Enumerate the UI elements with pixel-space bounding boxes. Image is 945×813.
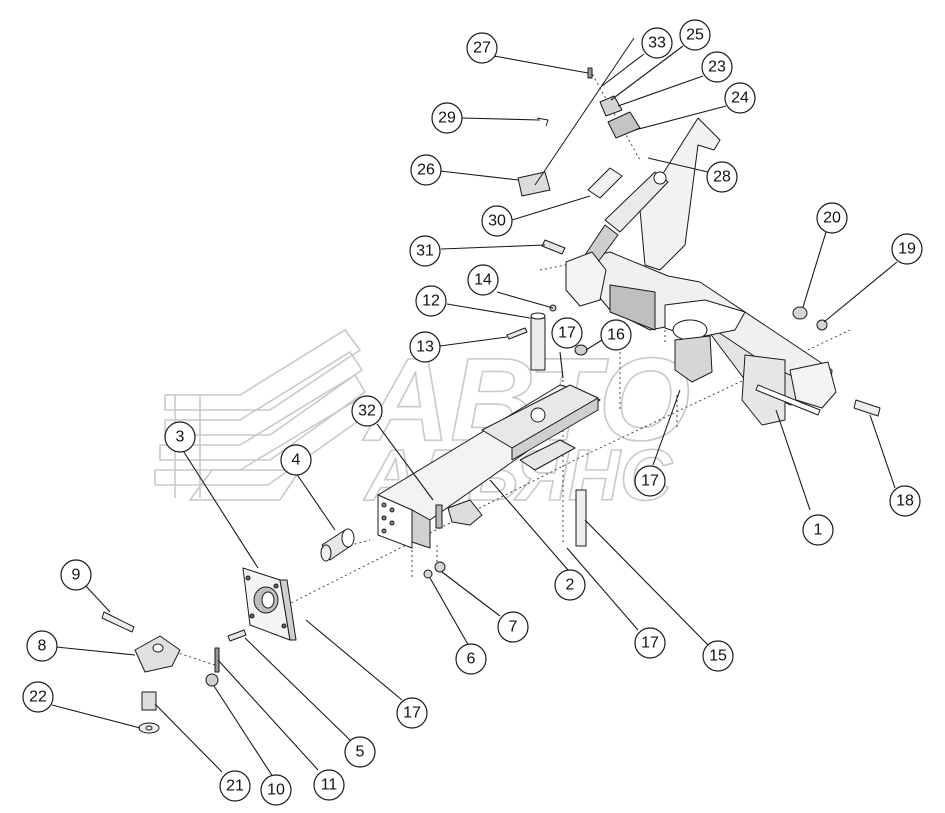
svg-text:17: 17 bbox=[641, 473, 659, 490]
callout-8: 8 bbox=[26, 630, 58, 662]
callout-17-c: 17 bbox=[396, 697, 428, 729]
callout-31: 31 bbox=[409, 235, 441, 267]
svg-text:18: 18 bbox=[896, 493, 914, 510]
callout-32: 32 bbox=[351, 395, 383, 427]
callout-26: 26 bbox=[410, 154, 442, 186]
watermark-wing-icon bbox=[154, 328, 370, 501]
callout-12: 12 bbox=[415, 285, 447, 317]
callout-28: 28 bbox=[706, 161, 738, 193]
callout-29: 29 bbox=[431, 102, 463, 134]
callout-6: 6 bbox=[455, 643, 487, 675]
leader-lines bbox=[51, 45, 898, 778]
svg-text:5: 5 bbox=[356, 744, 365, 761]
callout-11: 11 bbox=[313, 769, 345, 801]
svg-text:24: 24 bbox=[731, 90, 749, 107]
svg-text:15: 15 bbox=[709, 648, 727, 665]
callout-16: 16 bbox=[600, 319, 632, 351]
callout-18: 18 bbox=[889, 485, 921, 517]
svg-text:17: 17 bbox=[641, 635, 659, 652]
svg-text:2: 2 bbox=[566, 577, 575, 594]
svg-text:10: 10 bbox=[267, 782, 285, 799]
callout-13: 13 bbox=[409, 331, 441, 363]
callout-7: 7 bbox=[497, 611, 529, 643]
svg-text:31: 31 bbox=[416, 243, 434, 260]
svg-text:12: 12 bbox=[422, 293, 440, 310]
callout-23: 23 bbox=[701, 51, 733, 83]
callout-21: 21 bbox=[219, 770, 251, 802]
svg-text:21: 21 bbox=[226, 778, 244, 795]
callout-27: 27 bbox=[466, 32, 498, 64]
svg-text:27: 27 bbox=[473, 40, 491, 57]
svg-text:19: 19 bbox=[898, 241, 916, 258]
pin-4 bbox=[320, 528, 355, 562]
callout-5: 5 bbox=[344, 736, 376, 768]
svg-text:4: 4 bbox=[292, 452, 301, 469]
svg-text:6: 6 bbox=[467, 651, 476, 668]
svg-text:11: 11 bbox=[321, 777, 338, 794]
callout-1: 1 bbox=[802, 514, 834, 546]
callout-10: 10 bbox=[260, 774, 292, 806]
callout-24: 24 bbox=[724, 82, 756, 114]
main-frame-assembly bbox=[565, 117, 837, 426]
sliding-beam-2 bbox=[377, 384, 601, 549]
callout-19: 19 bbox=[891, 233, 923, 265]
svg-text:29: 29 bbox=[438, 110, 456, 127]
svg-text:30: 30 bbox=[488, 213, 506, 230]
svg-text:3: 3 bbox=[176, 429, 185, 446]
svg-text:25: 25 bbox=[686, 27, 704, 44]
hydraulic-cylinder bbox=[604, 171, 669, 233]
svg-text:32: 32 bbox=[358, 403, 376, 420]
callout-3: 3 bbox=[164, 421, 196, 453]
small-hardware bbox=[101, 37, 881, 734]
svg-text:28: 28 bbox=[713, 169, 731, 186]
svg-text:20: 20 bbox=[823, 210, 841, 227]
svg-text:22: 22 bbox=[29, 689, 47, 706]
end-bracket bbox=[789, 361, 837, 409]
frame-bracket-plate bbox=[639, 117, 721, 271]
svg-text:17: 17 bbox=[558, 325, 576, 342]
callout-15: 15 bbox=[702, 640, 734, 672]
svg-text:13: 13 bbox=[416, 339, 434, 356]
svg-text:8: 8 bbox=[38, 638, 47, 655]
svg-text:9: 9 bbox=[72, 567, 81, 584]
callout-17-d: 17 bbox=[634, 465, 666, 497]
callout-4: 4 bbox=[280, 444, 312, 476]
callout-2: 2 bbox=[554, 569, 586, 601]
svg-text:16: 16 bbox=[607, 327, 625, 344]
svg-text:33: 33 bbox=[648, 35, 666, 52]
callout-25: 25 bbox=[679, 19, 711, 51]
callout-22: 22 bbox=[22, 681, 54, 713]
callout-17-b: 17 bbox=[634, 627, 666, 659]
callout-9: 9 bbox=[60, 559, 92, 591]
callout-markers: 1 2 3 4 5 6 7 8 9 10 11 12 13 14 15 16 1… bbox=[22, 19, 923, 806]
callout-33: 33 bbox=[641, 27, 673, 59]
callout-17-a: 17 bbox=[551, 317, 583, 349]
svg-text:26: 26 bbox=[417, 162, 435, 179]
callout-20: 20 bbox=[816, 202, 848, 234]
callout-14: 14 bbox=[467, 264, 499, 296]
svg-text:17: 17 bbox=[403, 705, 421, 722]
svg-text:1: 1 bbox=[814, 522, 823, 539]
svg-text:14: 14 bbox=[474, 272, 492, 289]
callout-30: 30 bbox=[481, 205, 513, 237]
svg-text:23: 23 bbox=[708, 59, 726, 76]
mounting-plate-3 bbox=[242, 567, 297, 641]
svg-text:7: 7 bbox=[509, 619, 518, 636]
